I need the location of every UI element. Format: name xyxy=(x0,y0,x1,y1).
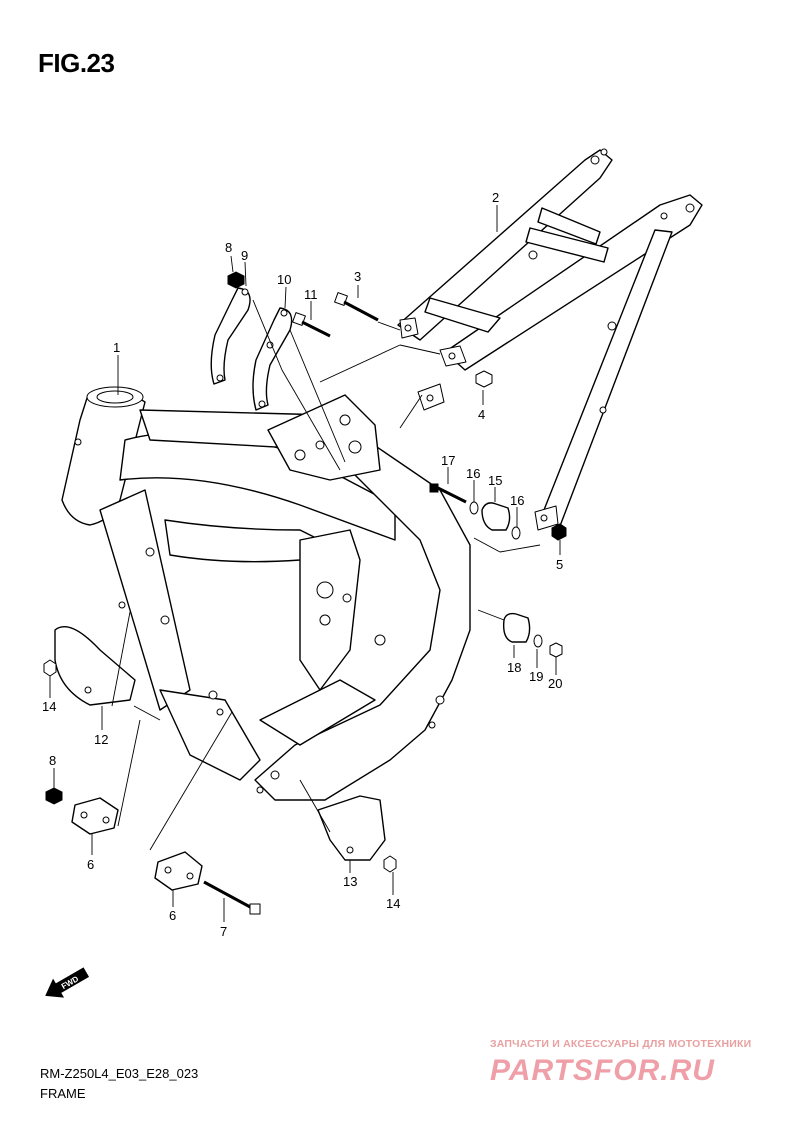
watermark-logo: PARTSFOR.RU xyxy=(490,1054,715,1087)
callout-14-right: 14 xyxy=(386,896,400,911)
figure-code: RM-Z250L4_E03_E28_023 xyxy=(40,1066,199,1081)
figure-title: FIG.23 xyxy=(38,48,115,78)
callout-20: 20 xyxy=(548,676,562,691)
callout-3: 3 xyxy=(354,269,361,284)
callout-19: 19 xyxy=(529,669,543,684)
callout-7: 7 xyxy=(220,924,227,939)
callout-10: 10 xyxy=(277,272,291,287)
nut-8-lower xyxy=(45,787,63,805)
bushing-15 xyxy=(481,502,511,531)
watermark-tagline: ЗАПЧАСТИ И АКСЕССУАРЫ ДЛЯ МОТОТЕХНИКИ xyxy=(490,1038,752,1050)
nut-4 xyxy=(475,370,493,388)
bolt-14-right xyxy=(383,855,397,873)
engine-mount-plate-lower xyxy=(154,851,203,891)
callout-14-left: 14 xyxy=(42,699,56,714)
callout-17: 17 xyxy=(441,453,455,468)
leader-lines xyxy=(49,205,561,922)
callout-13: 13 xyxy=(343,874,357,889)
bushing-18 xyxy=(502,612,531,643)
bolt-17 xyxy=(429,483,467,504)
callout-4: 4 xyxy=(478,407,485,422)
callout-8-top: 8 xyxy=(225,240,232,255)
callout-12: 12 xyxy=(94,732,108,747)
callout-2: 2 xyxy=(492,190,499,205)
forward-direction-badge: FWD xyxy=(45,967,90,998)
callout-5: 5 xyxy=(556,557,563,572)
bolt-14-left xyxy=(43,659,57,677)
main-frame xyxy=(61,386,471,801)
washer-16a xyxy=(469,501,479,515)
frame-guard-left xyxy=(54,626,136,706)
nut-20 xyxy=(549,642,563,658)
callout-16-right: 16 xyxy=(510,493,524,508)
bolt-5 xyxy=(551,523,567,541)
washer-19 xyxy=(533,634,543,648)
callout-8-lower: 8 xyxy=(49,753,56,768)
callout-labels: 1 2 3 4 5 6 6 7 8 8 9 10 11 12 13 14 14 … xyxy=(42,190,563,939)
callout-15: 15 xyxy=(488,473,502,488)
bolt-7 xyxy=(203,880,261,915)
watermark-logo-text: PARTSFOR.RU xyxy=(490,1054,715,1087)
frame-guard-right xyxy=(317,795,386,861)
engine-mount-bracket-right xyxy=(252,307,293,411)
callout-9: 9 xyxy=(241,248,248,263)
figure-name: FRAME xyxy=(40,1086,86,1101)
callout-1: 1 xyxy=(113,340,120,355)
callout-6-lower: 6 xyxy=(169,908,176,923)
callout-6-upper: 6 xyxy=(87,857,94,872)
bolt-3 xyxy=(334,292,379,322)
engine-mount-plate-upper xyxy=(71,797,119,835)
nut-8-top xyxy=(227,271,245,289)
bolt-11 xyxy=(292,312,331,338)
callout-16-left: 16 xyxy=(466,466,480,481)
washer-16b xyxy=(511,526,521,540)
callout-18: 18 xyxy=(507,660,521,675)
callout-11: 11 xyxy=(304,287,318,302)
engine-mount-bracket-left xyxy=(210,287,251,385)
rear-subframe xyxy=(397,148,703,531)
